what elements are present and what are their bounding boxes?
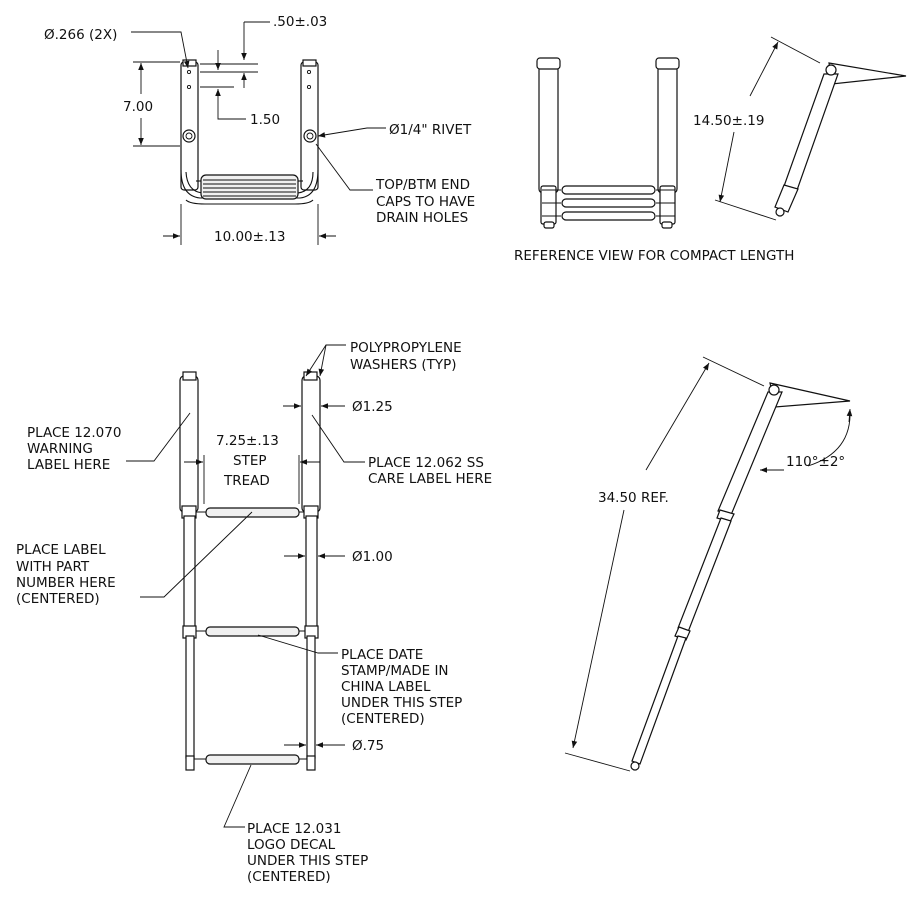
svg-text:WITH PART: WITH PART <box>16 559 90 575</box>
svg-text:7.25±.13: 7.25±.13 <box>216 433 279 449</box>
svg-text:(CENTERED): (CENTERED) <box>247 869 331 885</box>
svg-text:PLACE 12.070: PLACE 12.070 <box>27 425 121 441</box>
svg-text:CHINA LABEL: CHINA LABEL <box>341 679 431 695</box>
svg-text:(CENTERED): (CENTERED) <box>341 711 425 727</box>
height-label: 7.00 <box>123 99 153 115</box>
compact-ladder-front <box>536 57 680 229</box>
ladder-front-view-parts <box>179 371 321 771</box>
svg-text:LOGO DECAL: LOGO DECAL <box>247 837 336 853</box>
part-number-note: PLACE LABEL WITH PART NUMBER HERE (CENTE… <box>16 542 116 607</box>
svg-text:WARNING: WARNING <box>27 441 93 457</box>
svg-text:CARE LABEL HERE: CARE LABEL HERE <box>368 471 492 487</box>
compact-ladder-side <box>774 62 907 217</box>
reference-view: 14.50±.19 REFERENCE VIEW FOR COMPACT LEN… <box>514 36 907 264</box>
washers-note: POLYPROPYLENE WASHERS (TYP) <box>350 340 462 373</box>
reference-view-caption: REFERENCE VIEW FOR COMPACT LENGTH <box>514 248 794 264</box>
svg-text:(CENTERED): (CENTERED) <box>16 591 100 607</box>
svg-text:TREAD: TREAD <box>223 473 270 489</box>
svg-text:STEP: STEP <box>233 453 267 469</box>
angle-label: 110°±2° <box>786 454 845 470</box>
svg-text:TOP/BTM END: TOP/BTM END <box>375 177 470 193</box>
side-view: 34.50 REF. 110°±2° <box>564 356 853 772</box>
step-tread-dimension: 7.25±.13 STEP TREAD <box>216 433 279 489</box>
svg-text:NUMBER HERE: NUMBER HERE <box>16 575 116 591</box>
width-label: 10.00±.13 <box>214 229 285 245</box>
svg-text:DRAIN HOLES: DRAIN HOLES <box>376 210 468 226</box>
end-caps-note: TOP/BTM END CAPS TO HAVE DRAIN HOLES <box>375 177 475 226</box>
svg-text:PLACE 12.062 SS: PLACE 12.062 SS <box>368 455 484 471</box>
logo-decal-note: PLACE 12.031 LOGO DECAL UNDER THIS STEP … <box>247 821 368 885</box>
svg-text:POLYPROPYLENE: POLYPROPYLENE <box>350 340 462 356</box>
svg-text:STAMP/MADE IN: STAMP/MADE IN <box>341 663 449 679</box>
top-tube-diameter-label: Ø1.25 <box>352 399 393 415</box>
svg-text:CAPS TO HAVE: CAPS TO HAVE <box>376 194 475 210</box>
hole-offset-tolerance-label: .50±.03 <box>273 14 327 30</box>
svg-text:UNDER THIS STEP: UNDER THIS STEP <box>341 695 462 711</box>
svg-text:UNDER THIS STEP: UNDER THIS STEP <box>247 853 368 869</box>
hole-diameter-label: Ø.266 (2X) <box>44 27 117 43</box>
warning-label-note: PLACE 12.070 WARNING LABEL HERE <box>27 425 121 473</box>
svg-text:PLACE DATE: PLACE DATE <box>341 647 423 663</box>
extended-length-label: 34.50 REF. <box>598 490 669 506</box>
svg-text:PLACE LABEL: PLACE LABEL <box>16 542 106 558</box>
hole-spacing-label: 1.50 <box>250 112 280 128</box>
svg-text:PLACE 12.031: PLACE 12.031 <box>247 821 341 837</box>
top-view: Ø.266 (2X) .50±.03 1.50 7.00 Ø1/4" RIVET… <box>44 14 475 245</box>
care-label-note: PLACE 12.062 SS CARE LABEL HERE <box>368 455 492 487</box>
svg-text:WASHERS (TYP): WASHERS (TYP) <box>350 357 457 373</box>
rivet-label: Ø1/4" RIVET <box>389 122 472 138</box>
extended-ladder-side <box>630 382 851 771</box>
svg-text:LABEL HERE: LABEL HERE <box>27 457 110 473</box>
compact-length-label: 14.50±.19 <box>693 113 764 129</box>
ladder-top-view-parts <box>180 59 319 205</box>
date-stamp-note: PLACE DATE STAMP/MADE IN CHINA LABEL UND… <box>341 647 462 727</box>
front-view: POLYPROPYLENE WASHERS (TYP) Ø1.25 PLACE … <box>16 340 492 885</box>
bottom-tube-diameter-label: Ø.75 <box>352 738 384 754</box>
mid-tube-diameter-label: Ø1.00 <box>352 549 393 565</box>
